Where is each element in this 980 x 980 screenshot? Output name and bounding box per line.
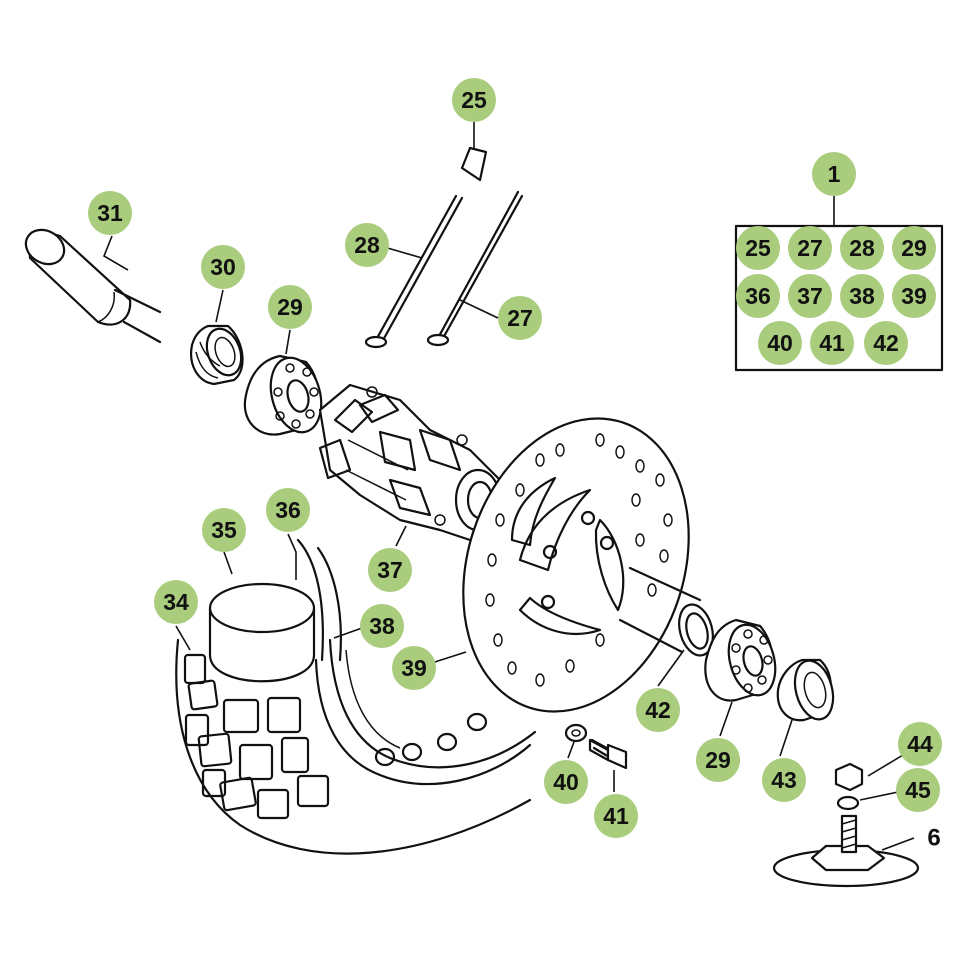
wheel-bearing-right-drawing xyxy=(704,618,777,702)
svg-text:29: 29 xyxy=(705,747,731,773)
svg-text:41: 41 xyxy=(819,330,845,356)
callout-35: 35 xyxy=(202,508,246,552)
callout-39: 39 xyxy=(392,646,436,690)
kit-item-42: 42 xyxy=(864,321,908,365)
svg-text:28: 28 xyxy=(849,235,875,261)
callout-43: 43 xyxy=(762,758,806,802)
kit-item-25: 25 xyxy=(736,226,780,270)
svg-text:41: 41 xyxy=(603,803,629,829)
kit-item-28: 28 xyxy=(840,226,884,270)
wheel-hub-drawing xyxy=(318,383,502,542)
kit-item-41: 41 xyxy=(810,321,854,365)
tire-and-rim-drawing xyxy=(175,638,537,855)
leader-lines xyxy=(103,122,915,851)
svg-text:36: 36 xyxy=(745,283,771,309)
svg-text:39: 39 xyxy=(901,283,927,309)
kit-item-37: 37 xyxy=(788,274,832,318)
svg-text:35: 35 xyxy=(211,517,237,543)
svg-text:43: 43 xyxy=(771,767,797,793)
callout-42: 42 xyxy=(636,688,680,732)
svg-text:25: 25 xyxy=(461,87,487,113)
svg-text:30: 30 xyxy=(210,254,236,280)
svg-text:25: 25 xyxy=(745,235,771,261)
callout-37: 37 xyxy=(368,548,412,592)
callout-41: 41 xyxy=(594,794,638,838)
kit-item-29: 29 xyxy=(892,226,936,270)
callout-29-left: 29 xyxy=(268,285,312,329)
kit-item-38: 38 xyxy=(840,274,884,318)
callout-6: 6 xyxy=(927,825,940,852)
svg-text:27: 27 xyxy=(507,305,533,331)
svg-text:31: 31 xyxy=(97,200,123,226)
svg-text:27: 27 xyxy=(797,235,823,261)
svg-text:37: 37 xyxy=(377,557,403,583)
svg-text:44: 44 xyxy=(907,731,933,757)
callout-38: 38 xyxy=(360,604,404,648)
svg-text:36: 36 xyxy=(275,497,301,523)
svg-text:29: 29 xyxy=(277,294,303,320)
callout-28: 28 xyxy=(345,223,389,267)
hub-spacer-sleeve-drawing xyxy=(208,582,316,683)
mounting-foot-drawing xyxy=(772,762,920,888)
wheel-bearing-left-drawing xyxy=(243,354,323,436)
callout-40: 40 xyxy=(544,760,588,804)
svg-text:40: 40 xyxy=(767,330,793,356)
callout-30: 30 xyxy=(201,245,245,289)
svg-text:28: 28 xyxy=(354,232,380,258)
svg-text:42: 42 xyxy=(873,330,899,356)
svg-text:40: 40 xyxy=(553,769,579,795)
kit-item-40: 40 xyxy=(758,321,802,365)
svg-text:42: 42 xyxy=(645,697,671,723)
oil-seal-drawing xyxy=(190,324,244,386)
svg-text:45: 45 xyxy=(905,777,931,803)
rim-strip-drawing xyxy=(296,538,342,662)
callout-36: 36 xyxy=(266,488,310,532)
svg-text:38: 38 xyxy=(369,613,395,639)
svg-text:39: 39 xyxy=(401,655,427,681)
callout-29-right: 29 xyxy=(696,738,740,782)
svg-text:29: 29 xyxy=(901,235,927,261)
kit-box xyxy=(734,224,944,372)
callout-34: 34 xyxy=(154,580,198,624)
spokes-drawing xyxy=(364,146,524,349)
callout-44: 44 xyxy=(898,722,942,766)
kit-item-36: 36 xyxy=(736,274,780,318)
oil-seal-right-drawing xyxy=(776,658,835,722)
svg-text:34: 34 xyxy=(163,589,189,615)
washer-bolt-drawing xyxy=(564,723,628,770)
brake-disc-drawing xyxy=(462,417,690,713)
callout-31: 31 xyxy=(88,191,132,235)
callout-1: 1 xyxy=(812,152,856,196)
svg-text:37: 37 xyxy=(797,283,823,309)
kit-item-27: 27 xyxy=(788,226,832,270)
callout-27: 27 xyxy=(498,296,542,340)
spacer-tube-drawing xyxy=(618,566,714,657)
callout-25: 25 xyxy=(452,78,496,122)
axle-drawing xyxy=(24,228,162,344)
kit-item-39: 39 xyxy=(892,274,936,318)
callout-45: 45 xyxy=(896,768,940,812)
svg-text:1: 1 xyxy=(828,161,841,187)
svg-text:38: 38 xyxy=(849,283,875,309)
